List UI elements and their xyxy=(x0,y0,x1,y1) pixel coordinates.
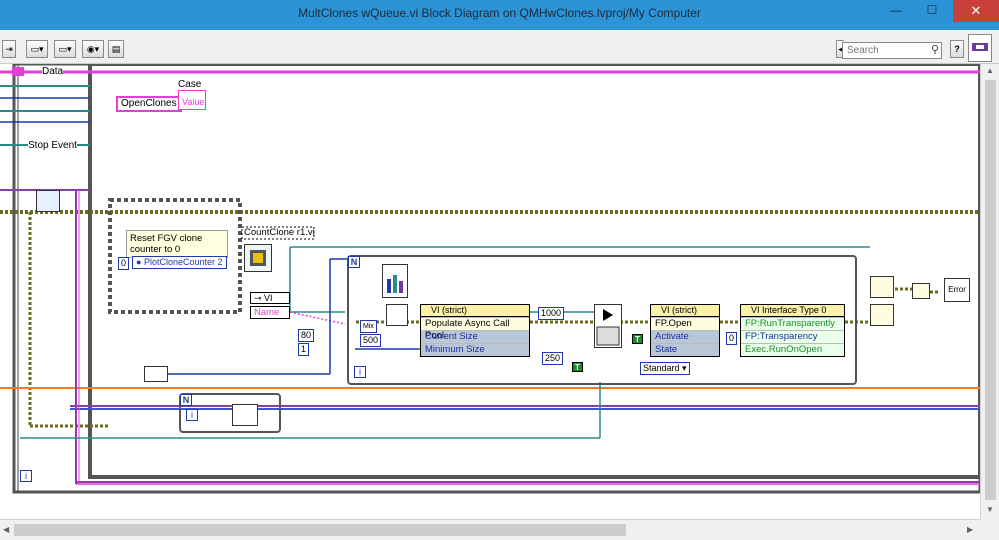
search-input[interactable] xyxy=(843,43,923,58)
scroll-right-arrow-icon[interactable]: ▶ xyxy=(967,525,974,534)
merge-errors-icon[interactable] xyxy=(912,283,930,299)
for-loop-iteration-terminal: i xyxy=(354,366,366,378)
countclone-path-label: CountClone r1.vi xyxy=(244,227,315,238)
node3-row-1: FP:Transparency xyxy=(741,330,844,343)
window-title: MultClones wQueue.vi Block Diagram on QM… xyxy=(298,6,701,20)
open-vi-ref-icon[interactable] xyxy=(386,304,408,326)
fp-open-node[interactable]: VI (strict) FP.Open Activate State xyxy=(650,304,720,357)
run-graphic xyxy=(596,309,620,346)
case-label: Case xyxy=(178,79,202,90)
search-left-arrow-icon[interactable]: ◂ xyxy=(836,40,844,58)
standard-label: Standard xyxy=(643,363,680,373)
node2-header: VI (strict) xyxy=(651,305,719,317)
value-label: Value xyxy=(182,97,205,107)
case-bundle-node[interactable]: Value xyxy=(178,90,206,110)
vi-reference-graphic xyxy=(250,250,266,266)
toolbar: ⇥ ▭▾ ▭▾ ◉▾ ▤ ◂ ? xyxy=(0,30,999,64)
node3-row-2: Exec.RunOnOpen xyxy=(741,343,844,356)
node2-row-2: State xyxy=(651,343,719,356)
title-bar: MultClones wQueue.vi Block Diagram on QM… xyxy=(0,0,999,30)
event-structure-frame xyxy=(88,64,980,479)
file-graphic xyxy=(387,275,403,293)
node3-header: VI Interface Type 0 xyxy=(741,305,844,317)
cleanup-icon[interactable]: ▤ xyxy=(108,40,124,58)
node1-row-1: Current Size xyxy=(421,330,529,343)
node2-row-0: FP.Open xyxy=(651,317,719,330)
countclone-path-box xyxy=(241,226,315,240)
standard-enum-constant[interactable]: Standard ▾ xyxy=(640,362,690,375)
node3-row-0: FP:RunTransparently xyxy=(741,317,844,330)
populate-async-call-pool-node[interactable]: VI (strict) Populate Async Call Pool Cur… xyxy=(420,304,530,357)
resize-icon[interactable]: ▭▾ xyxy=(54,40,76,58)
horizontal-scroll-thumb[interactable] xyxy=(14,524,626,536)
mix-constant[interactable]: Mix xyxy=(360,320,377,333)
small-loop-iteration-terminal: i xyxy=(186,409,198,421)
search-icon[interactable]: ⚲ xyxy=(930,44,939,56)
node1-row-0: Populate Async Call Pool xyxy=(421,317,529,341)
const-1000[interactable]: 1000 xyxy=(538,307,565,320)
for-loop-main xyxy=(347,255,857,385)
block-diagram-canvas[interactable]: Data Case OpenClones Value Stop Event Re… xyxy=(0,64,980,519)
file-vi-icon[interactable] xyxy=(382,264,408,298)
node1-row-2: Minimum Size xyxy=(421,343,529,356)
vertical-scrollbar[interactable]: ▲ ▼ xyxy=(980,64,999,519)
vi-label: VI xyxy=(264,293,273,303)
unbundle-node-icon[interactable] xyxy=(36,190,60,212)
minimize-button[interactable]: — xyxy=(890,3,902,17)
data-unbundle-icon xyxy=(12,67,24,76)
small-loop-count-terminal[interactable]: N xyxy=(180,394,192,406)
counter-zero-constant[interactable]: 0 xyxy=(118,257,130,270)
run-vi-node-icon[interactable] xyxy=(594,304,622,348)
openclones-constant[interactable]: OpenClones xyxy=(116,96,182,112)
stop-event-label: Stop Event xyxy=(28,140,77,151)
release-ref-icon[interactable] xyxy=(232,404,258,426)
data-label: Data xyxy=(42,66,64,77)
const-0[interactable]: 0 xyxy=(726,332,738,345)
vi-icon xyxy=(968,34,992,62)
for-loop-small xyxy=(179,393,281,433)
for-loop-count-terminal[interactable]: N xyxy=(348,256,360,268)
maximize-button[interactable]: ☐ xyxy=(926,3,938,17)
vi-interface-node[interactable]: VI Interface Type 0 FP:RunTransparently … xyxy=(740,304,845,357)
node2-row-1: Activate xyxy=(651,330,719,343)
vi-property-node[interactable]: ⊸ VI xyxy=(250,292,290,304)
plot-clone-counter-node[interactable]: ● PlotCloneCounter 2 xyxy=(132,256,227,269)
scroll-down-arrow-icon[interactable]: ▼ xyxy=(986,505,994,514)
close-reference-icon-1[interactable] xyxy=(870,276,894,298)
align-icon[interactable]: ⇥ xyxy=(2,40,16,58)
horizontal-scrollbar[interactable]: ◀ ▶ xyxy=(0,519,980,540)
scroll-up-arrow-icon[interactable]: ▲ xyxy=(986,66,994,75)
reset-fgv-note: Reset FGV clone counter to 0 xyxy=(126,230,228,258)
plot-clone-counter-label: PlotCloneCounter 2 xyxy=(143,257,223,267)
distribute-icon[interactable]: ▭▾ xyxy=(26,40,48,58)
close-button[interactable]: ✕ xyxy=(953,0,999,22)
const-500[interactable]: 500 xyxy=(360,334,382,347)
while-loop-frame xyxy=(12,64,980,494)
error-handler-icon[interactable]: Error xyxy=(944,278,970,302)
search-box[interactable]: ⚲ xyxy=(842,42,942,59)
const-1[interactable]: 1 xyxy=(298,343,310,356)
node1-header: VI (strict) xyxy=(421,305,529,317)
const-250[interactable]: 250 xyxy=(542,352,564,365)
sequence-frame xyxy=(108,198,242,314)
true-constant-1[interactable]: T xyxy=(632,334,643,344)
scrollbar-corner xyxy=(980,519,999,540)
reorder-icon[interactable]: ◉▾ xyxy=(82,40,104,58)
name-wire xyxy=(289,311,346,325)
name-property[interactable]: Name xyxy=(250,306,290,319)
true-constant-2[interactable]: T xyxy=(572,362,583,372)
outer-loop-iteration-terminal: i xyxy=(20,470,32,482)
vertical-scroll-thumb[interactable] xyxy=(985,80,996,500)
table-icon[interactable] xyxy=(144,366,168,382)
help-icon[interactable]: ? xyxy=(950,40,964,58)
scroll-left-arrow-icon[interactable]: ◀ xyxy=(3,525,10,534)
vi-icon-graphic xyxy=(972,43,988,51)
static-vi-reference-icon[interactable] xyxy=(244,244,272,272)
globe-icon: ● xyxy=(136,257,144,267)
key-icon: ⊸ xyxy=(254,293,265,303)
close-reference-icon-2[interactable] xyxy=(870,304,894,326)
dropdown-arrow-icon[interactable]: ▾ xyxy=(682,363,687,373)
const-80[interactable]: 80 xyxy=(298,329,315,342)
wires-layer xyxy=(0,64,980,494)
